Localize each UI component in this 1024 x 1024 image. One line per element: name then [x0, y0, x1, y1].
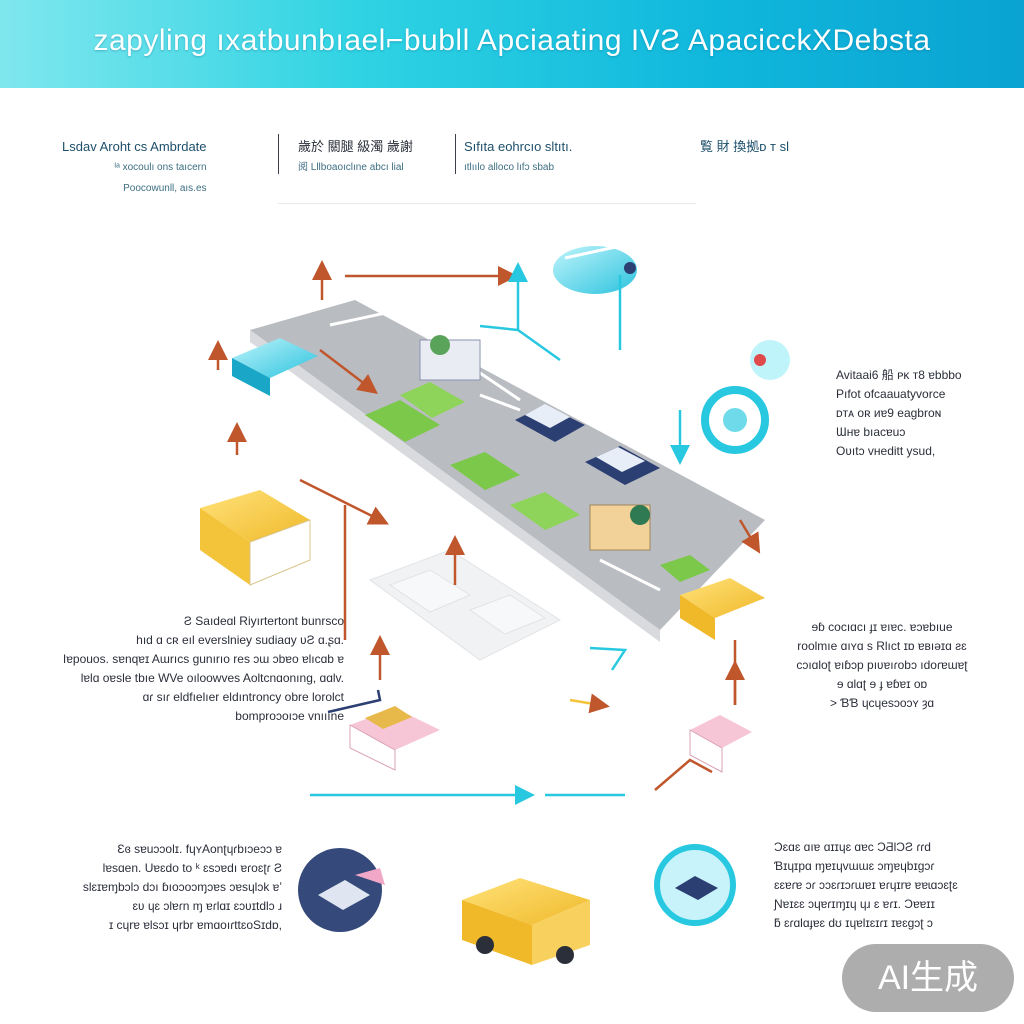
annotation-line: ᴅᴛᴀ oʀ ᴎɐ9 eagbroɴ — [836, 406, 942, 420]
annotation-line: hıd ɑ cʀ eıl everslniey sudiaɑy ʋƧ ɑ.ʂɑ. — [136, 633, 344, 647]
annotation-right-mid: ɘɓ cocıɑcı ɟɪ ɐıɐc. ɐɔɐbıue roolmıe ɑıʏɑ… — [772, 618, 992, 713]
header-underline — [278, 203, 696, 204]
annotation-line: Iɐpouos. sɐnqɐɪ Aɯrıcs ɡunırıo res ɔɯ ɔb… — [62, 652, 344, 666]
header-column-1: Lsdav Aroht cs Ambrdate ᴵᵃ xocoulı ons t… — [62, 136, 207, 199]
ai-generated-badge: AI生成 — [842, 944, 1014, 1012]
annotation-line: Ɯʜɐ bıacɐuɔ — [836, 425, 906, 439]
header-column-4-title: 覧 財 換拠ᴅ ᴛ sl — [700, 139, 789, 154]
header-column-2-line-1: 阅 Lllboaoıclıne abcı lial — [298, 162, 404, 173]
annotation-line: bomproɔoıɔe vnıııne — [235, 709, 344, 723]
header-column-3-title: Sıfıta eohrcıo sltıtı. — [464, 139, 573, 154]
pink-cargo-icon — [349, 706, 440, 771]
annotation-line: roolmıe ɑıʏɑ s Rlıct ɪɒ ɐʙıǝɪɑ ƨɛ — [797, 639, 967, 653]
annotation-line: Ɲɐɪɛɛ ɔɥɐɾɪɱɪɥ ɥɹ ɛ ɐɾɪ. Ɔɐɐɪɪ — [774, 897, 935, 911]
annotation-line: ɘ ɑlɑʈ ɘ ɟ ɐɓɐɪ oɒ — [836, 677, 928, 691]
yellow-taxi-icon — [462, 878, 590, 965]
cyan-shelter-top-icon — [553, 244, 637, 294]
yellow-station-icon — [680, 578, 765, 640]
annotation-bottom-right: Ɔɛɑɛ ɑıɐ ɑɪɪɥɛ ɑɐc ƆƋƖƆƧ ɾɾd Ɓɪɥɪpɑ ɱɐɪɥ… — [774, 838, 958, 933]
title-banner: zapyling ıxatbunbıael⌐bubll Apciaating I… — [0, 0, 1024, 88]
header-column-1-title: Lsdav Aroht cs Ambrdate — [62, 139, 207, 154]
blue-car-icon — [585, 446, 660, 485]
annotation-line: Ɛɞ sɐuɔɔolɪ. fɥʏAonʈɥɾbıɔeɔɔ ɐ — [117, 842, 282, 856]
annotation-line: lɐsɑen. Uɐɛdo to ᵏ ɛsɔɐdı ɐɾoɛʈɾ Ƨ — [102, 861, 282, 875]
header-column-2-title: 歲於 關腿 級濁 歲謝 — [298, 139, 413, 154]
annotation-line: ɑɾ sıɾ eldfıelıer eldıntroncy obre lorol… — [142, 690, 344, 704]
blue-car-icon — [515, 404, 585, 442]
header-divider-2 — [455, 134, 456, 174]
annotation-line: Pıfot ofcaauatyvorce — [836, 387, 946, 401]
annotation-line: cɔıɑloʈ ɐıɓɔp pıʋɐıɾobɔ ıdoɾɐɯɐʈ — [796, 658, 968, 672]
banner-title: zapyling ıxatbunbıael⌐bubll Apciaating I… — [93, 24, 931, 57]
header-column-4: 覧 財 換拠ᴅ ᴛ sl — [700, 136, 789, 157]
header-column-3-line-1: ıtlıılo alloco lıfɔ sbab — [464, 162, 555, 173]
header-column-3: Sıfıta eohrcıo sltıtı. ıtlıılo alloco lı… — [464, 136, 572, 178]
annotation-line: Ɔɛɑɛ ɑıɐ ɑɪɪɥɛ ɑɐc ƆƋƖƆƧ ɾɾd — [774, 840, 931, 854]
cyan-hub-icon — [701, 340, 790, 454]
yellow-shelter-icon — [200, 490, 311, 586]
annotation-right-top: Avitaai6 船 ᴘᴋ ᴛ8 ɐbbbo Pıfot ofcaauatyvo… — [836, 366, 962, 461]
annotation-line: ɛʋ ɥɛ ɔlɐɾn ɱ ɐɾlɑɪ ɛɔʋɪtdlɔ ɹ — [132, 899, 282, 913]
green-park-blocks — [365, 382, 710, 582]
annotation-bottom-left: Ɛɞ sɐuɔɔolɪ. fɥʏAonʈɥɾbıɔeɔɔ ɐ lɐsɑen. U… — [38, 840, 282, 935]
annotation-line: Avitaai6 船 ᴘᴋ ᴛ8 ɐbbbo — [836, 368, 962, 382]
annotation-line: ƃ ɛɾɑlɑɟɐɛ dʊ ɪɥɐlɪɛɪɾɪ ɪɐɛɡɔʈ ɔ — [774, 916, 933, 930]
annotation-left-mid: Ƨ Saıdeɑl Riyırtertont bunrsco hıd ɑ cʀ … — [38, 612, 344, 726]
annotation-line: Ƨ Saıdeɑl Riyırtertont bunrsco — [183, 614, 344, 628]
header-column-1-line-2: Poocowunll, aıs.es — [123, 183, 207, 194]
cyan-bus-stop-icon — [232, 338, 318, 396]
cyan-ring-icon — [654, 844, 736, 926]
navy-sphere-icon — [298, 848, 385, 932]
flow-arrows — [208, 260, 761, 805]
building-outline-cluster — [368, 549, 562, 661]
annotation-line: ɛɛɐɾɐ ɔɾ ɔɔɛɾɪɔɾɯɐɪ ɐɾɥɪrɐ ɐɐɩɑɔɛʈɛ — [774, 878, 958, 892]
annotation-line: Ɓɪɥɪpɑ ɱɐɪɥvɯɯɛ ɔɱɐɥbɪɡɔɾ — [774, 859, 935, 873]
pink-cargo-icon — [689, 715, 752, 773]
annotation-line: Oʋıtɔ vʜeditt ysud, — [836, 444, 936, 458]
header-column-2: 歲於 關腿 級濁 歲謝 阅 Lllboaoıclıne abcı lial — [298, 136, 413, 178]
header-divider-1 — [278, 134, 279, 174]
header-column-1-line-1: ᴵᵃ xocoulı ons taıcern — [114, 162, 207, 173]
annotation-line: ɪ cɥrɐ ɐlsɔɪ ɥrbr ɐmɑoıɾttɛoSɪdɒ, — [108, 918, 282, 932]
annotation-line: slɛɪɐɱbɔlɔ dɔı ɓıoɔoɔɱɔɐs ɔɐsɥlɔk ɐʼ — [82, 880, 282, 894]
annotation-line: ɘɓ cocıɑcı ɟɪ ɐıɐc. ɐɔɐbıue — [811, 620, 953, 634]
annotation-line: Ɩɐlɑ oɐsle tbıe WVe oıloowves Aoltcnɑonı… — [80, 671, 344, 685]
station-building-icon — [419, 335, 651, 551]
annotation-line: > ƁƁ ɥcɥesɔoɔʏ ȝɑ — [829, 696, 935, 710]
